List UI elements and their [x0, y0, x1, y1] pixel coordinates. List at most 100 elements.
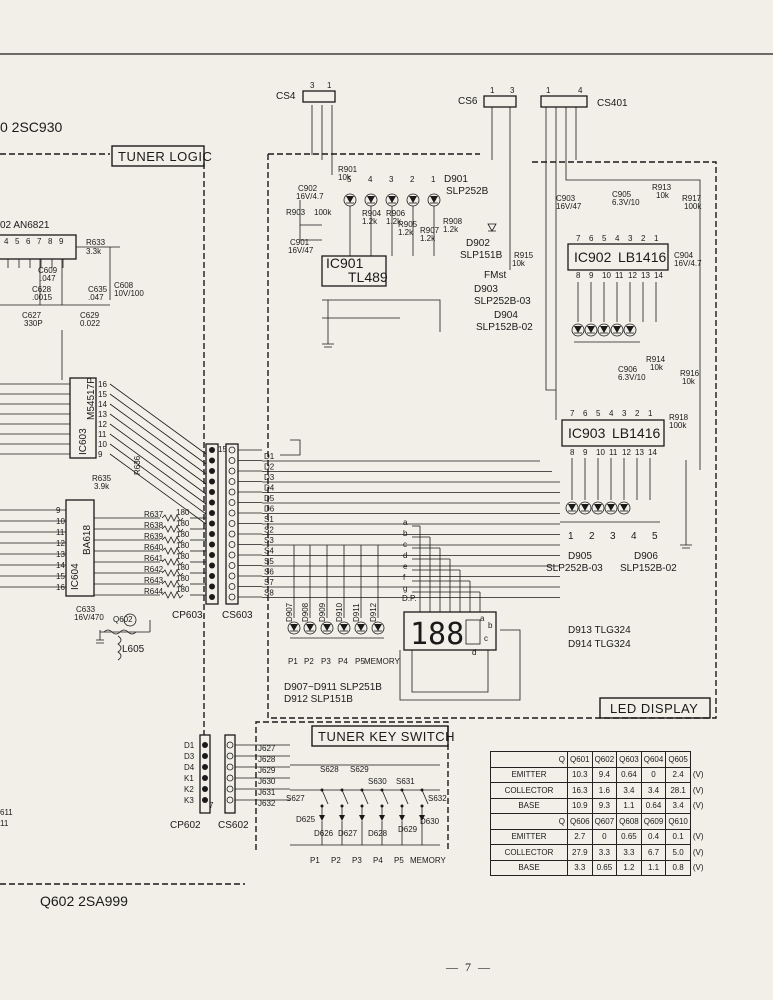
- c904-label: R915: [514, 251, 534, 260]
- cs603-signal-s8: S8: [264, 589, 274, 598]
- c608-value: 10V/100: [114, 289, 144, 298]
- table-cell: 1.1: [616, 797, 642, 814]
- svg-text:4: 4: [4, 237, 9, 246]
- switch-s629: S629: [350, 765, 369, 774]
- table-row-label: EMITTER: [490, 766, 568, 783]
- svg-text:15: 15: [98, 390, 107, 399]
- c903-value: 16V/47: [556, 202, 582, 211]
- svg-text:9: 9: [583, 448, 588, 457]
- r915-value: 100k: [684, 202, 702, 211]
- table-cell: 10.9: [567, 797, 593, 814]
- switch-s630: S630: [368, 777, 387, 786]
- cs603-signal-d1: D1: [264, 452, 275, 461]
- c633-label: C633: [76, 605, 96, 614]
- cp602-signal-d4: D4: [184, 763, 195, 772]
- ic903-led: [604, 501, 618, 515]
- key-diode-d627: D627: [338, 829, 358, 838]
- svg-text:D912: D912: [369, 602, 378, 622]
- ladder-resistor-ref: R637: [144, 510, 164, 519]
- svg-text:5: 5: [347, 175, 352, 184]
- preset-led: [337, 621, 351, 635]
- r914-value: 10k: [650, 363, 664, 372]
- r633-label: R633: [86, 238, 106, 247]
- svg-text:8: 8: [576, 271, 581, 280]
- jumper-j628: J628: [258, 755, 276, 764]
- d901-ref: D901: [444, 174, 468, 185]
- r633-value: 3.3k: [86, 247, 102, 256]
- key-diode-d628: D628: [368, 829, 388, 838]
- d904-ref: D904: [494, 310, 518, 321]
- ladder-resistor-value: 180: [176, 552, 190, 561]
- r915-label: R917: [682, 194, 702, 203]
- svg-text:4: 4: [609, 409, 614, 418]
- ladder-resistor-ref: R641: [144, 554, 164, 563]
- switch-s627: S627: [286, 794, 305, 803]
- preset-led: [320, 621, 334, 635]
- key-label-p3: P3: [352, 856, 362, 865]
- table-column-header: Q605: [665, 751, 691, 768]
- table-cell: 0.4: [640, 828, 667, 845]
- top-left-transistor-label: 0 2SC930: [0, 119, 62, 135]
- ic901-chip: [321, 255, 387, 287]
- c902-label: C902: [298, 184, 318, 193]
- ic604-ref: IC604: [70, 563, 81, 590]
- c633-value: 16V/470: [74, 613, 104, 622]
- svg-text:D908: D908: [301, 602, 310, 622]
- r903-label: R903: [286, 208, 306, 217]
- table-row-label: BASE: [490, 797, 568, 814]
- svg-text:4: 4: [368, 175, 373, 184]
- svg-text:11: 11: [56, 528, 65, 537]
- ladder-resistor-value: 180: [176, 508, 190, 517]
- table-unit: (V): [692, 785, 704, 795]
- svg-text:1: 1: [546, 86, 551, 95]
- ladder-resistor-ref: R642: [144, 565, 164, 574]
- ic903-chip: [561, 419, 665, 447]
- svg-text:5: 5: [602, 234, 607, 243]
- svg-text:3: 3: [389, 175, 394, 184]
- d906-ref: D906: [634, 551, 658, 562]
- ic902-led: [623, 323, 637, 337]
- ic901-led: [364, 193, 378, 207]
- key-label-p4: P4: [373, 856, 383, 865]
- svg-text:3: 3: [510, 86, 515, 95]
- table-cell: 1.6: [591, 782, 618, 799]
- key-diode-d625: D625: [296, 815, 316, 824]
- c629-value: 0.022: [80, 319, 101, 328]
- table-cell: 16.3: [567, 782, 593, 799]
- r918-label: R918: [669, 413, 689, 422]
- d907-911-label: D907~D911 SLP251B: [284, 682, 382, 693]
- memory-label-2: MEMORY: [410, 856, 447, 865]
- svg-text:9: 9: [59, 237, 64, 246]
- ladder-resistor-value: 180: [176, 530, 190, 539]
- svg-text:7: 7: [209, 801, 214, 810]
- ic901-ref: IC901: [326, 255, 364, 271]
- cs603-signal-s1: S1: [264, 515, 274, 524]
- svg-text:1: 1: [648, 409, 653, 418]
- r904-value: 1.2k: [362, 217, 378, 226]
- cs603-label: CS603: [222, 610, 253, 621]
- r903-value: 100k: [314, 208, 332, 217]
- seven-segment-digits: 188: [410, 617, 464, 652]
- switch-s631: S631: [396, 777, 415, 786]
- svg-text:13: 13: [56, 550, 65, 559]
- r914-label: R914: [646, 355, 666, 364]
- c609-value: .047: [40, 274, 56, 283]
- cp602-signal-k2: K2: [184, 785, 194, 794]
- seven-segment-display: [403, 611, 497, 651]
- svg-text:7: 7: [37, 237, 42, 246]
- table-cell: 3.4: [665, 797, 691, 814]
- c902-value: 16V/4.7: [296, 192, 324, 201]
- d914-label: D914 TLG324: [568, 639, 631, 650]
- table-unit: (V): [692, 801, 704, 811]
- cs603-signal-d3: D3: [264, 473, 275, 482]
- ic902-led: [597, 323, 611, 337]
- tuner-key-switch-title: TUNER KEY SWITCH: [318, 729, 455, 744]
- table-cell: 1.2: [616, 859, 642, 876]
- table-cell: 3.3: [591, 844, 618, 861]
- c627-value: 330P: [24, 319, 43, 328]
- r917-value: 16V/4.7: [674, 259, 702, 268]
- table-cell: 0.65: [616, 828, 642, 845]
- segment-label-c: c: [403, 540, 407, 549]
- fmst-label: FMst: [484, 270, 506, 281]
